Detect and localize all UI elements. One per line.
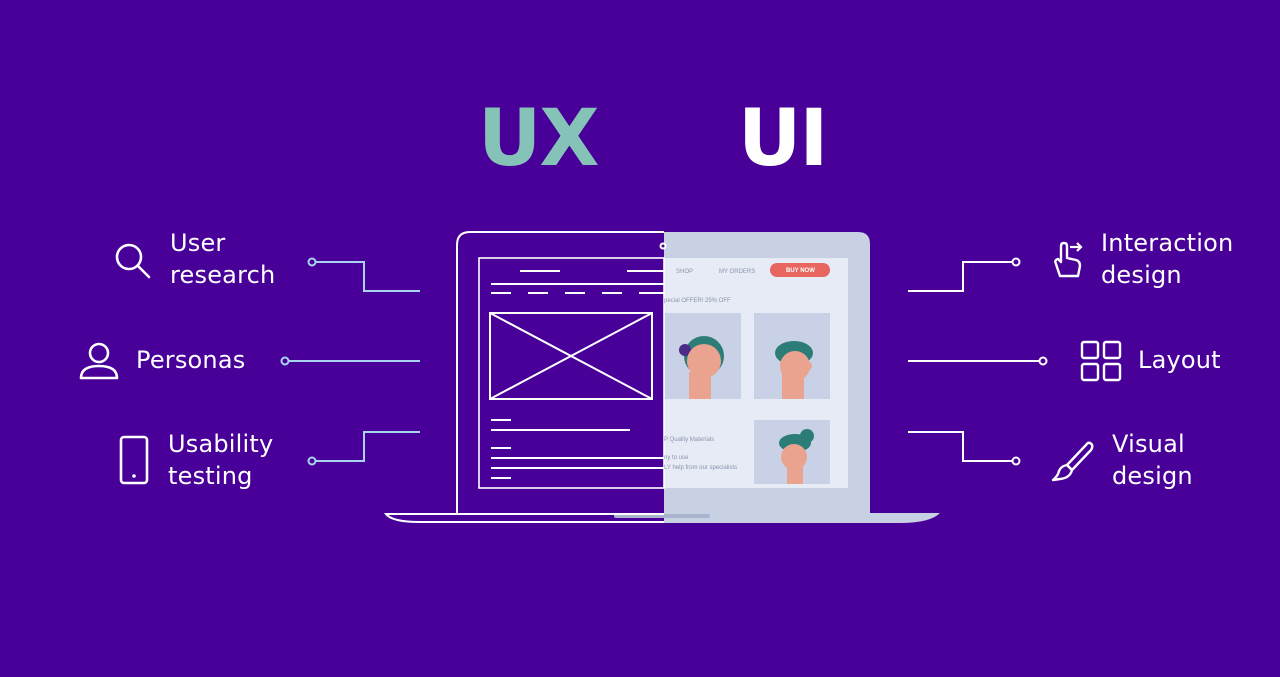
feature-personas-label: Personas <box>136 346 246 374</box>
paint-brush-icon <box>1051 441 1094 482</box>
feature-usability-testing: Usability testing <box>168 428 273 492</box>
feature-interaction-design: Interaction design <box>1101 227 1233 291</box>
feature-personas: Personas <box>136 344 245 376</box>
user-icon <box>79 342 119 380</box>
mockup-offer-text: pecial OFFER! 25% OFF <box>664 298 731 304</box>
feature-layout: Layout <box>1138 344 1221 376</box>
grid-icon <box>1080 340 1122 382</box>
hand-pointer-icon <box>1054 241 1083 278</box>
laptop-ui-half <box>614 232 940 523</box>
feature-user-research: User research <box>170 227 275 291</box>
ui-heading: UI <box>738 94 828 184</box>
feature-visual-design: Visual design <box>1112 428 1193 492</box>
feature-user-research-line1: User <box>170 229 226 257</box>
smartphone-icon <box>119 435 149 485</box>
laptop-ux-half <box>383 231 667 523</box>
feature-interaction-design-line1: Interaction <box>1101 229 1234 257</box>
mockup-easy-text: ny to use <box>664 455 689 461</box>
feature-visual-design-line1: Visual <box>1112 430 1185 458</box>
connector-lines-left <box>285 261 420 462</box>
search-icon <box>115 243 151 279</box>
mockup-quality-text: P Quality Materials <box>664 437 714 443</box>
feature-user-research-line2: research <box>170 261 276 289</box>
feature-usability-testing-line1: Usability <box>168 430 274 458</box>
mockup-nav-orders: MY ORDERS <box>719 269 755 275</box>
ux-heading: UX <box>478 94 599 184</box>
connector-lines-right <box>908 261 1043 462</box>
mockup-help-text: LY help from our specialists <box>664 465 737 471</box>
feature-visual-design-line2: design <box>1112 462 1193 490</box>
feature-layout-label: Layout <box>1138 346 1221 374</box>
feature-usability-testing-line2: testing <box>168 462 253 490</box>
feature-interaction-design-line2: design <box>1101 261 1182 289</box>
mockup-buy-button: BUY NOW <box>786 268 815 274</box>
mockup-nav-shop: SHOP <box>676 269 693 275</box>
